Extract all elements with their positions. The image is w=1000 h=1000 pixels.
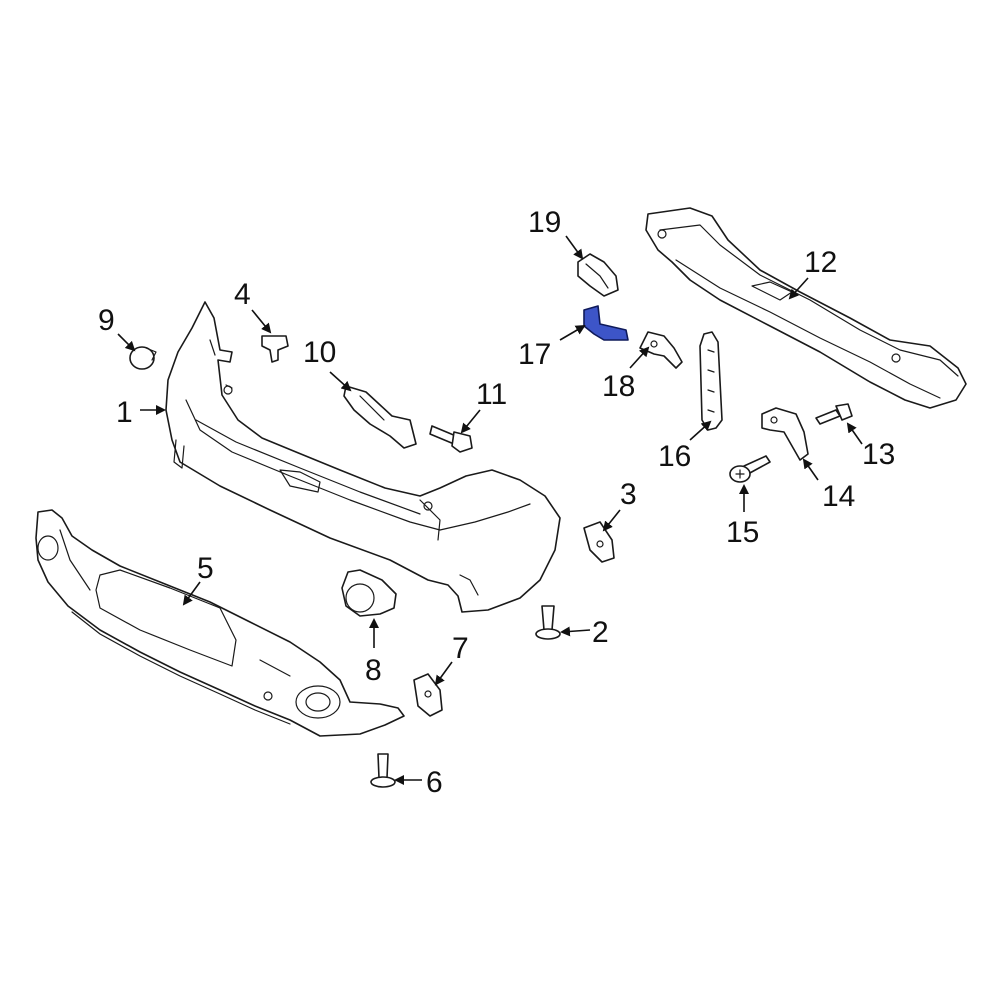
callout-6: 6 [426, 766, 443, 799]
plug-cap-9-part[interactable] [129, 346, 157, 370]
leader-17 [559, 324, 586, 341]
leader-10 [329, 371, 352, 392]
callout-7: 7 [452, 632, 469, 665]
callout-11: 11 [476, 378, 507, 411]
callout-2: 2 [592, 616, 609, 649]
callout-13: 13 [862, 438, 895, 471]
callout-5: 5 [197, 552, 214, 585]
callout-19: 19 [528, 206, 561, 239]
lamp-8-part[interactable] [341, 569, 397, 617]
retainer-3-part[interactable] [583, 521, 615, 563]
callout-18: 18 [602, 370, 635, 403]
bracket-19-part[interactable] [577, 253, 619, 297]
bumper-cover-part[interactable] [165, 301, 561, 613]
leader-14 [802, 458, 819, 481]
bolt-13-part[interactable] [815, 403, 853, 425]
absorber-strip-part[interactable] [699, 331, 723, 431]
callout-9: 9 [98, 304, 115, 337]
screw-2-part[interactable] [535, 605, 561, 640]
callout-15: 15 [726, 516, 759, 549]
callout-4: 4 [234, 278, 251, 311]
leader-4 [251, 309, 272, 334]
leader-3 [602, 509, 621, 532]
leader-lines [117, 235, 863, 785]
callout-1: 1 [116, 396, 133, 429]
leader-9 [117, 333, 136, 352]
callout-3: 3 [620, 478, 637, 511]
callout-12: 12 [804, 246, 837, 279]
leader-11 [460, 409, 481, 434]
callout-17: 17 [518, 338, 551, 371]
callout-14: 14 [822, 480, 855, 513]
leader-19 [565, 235, 584, 260]
callout-labels: 1 2 3 4 5 6 7 8 9 10 11 12 13 14 15 16 1… [98, 206, 895, 799]
screw-15-part[interactable] [729, 455, 771, 483]
callout-10: 10 [303, 336, 336, 369]
lower-valance-part[interactable] [35, 509, 405, 737]
hanger-bracket-part[interactable] [761, 407, 809, 461]
callout-8: 8 [365, 654, 382, 687]
reinforcement-bar-part[interactable] [645, 207, 967, 409]
leader-18 [629, 346, 650, 369]
leader-2 [560, 626, 591, 637]
screw-6-part[interactable] [370, 753, 396, 788]
bracket-17-highlighted-part[interactable] [583, 305, 629, 341]
sensor-bracket-10-part[interactable] [343, 385, 417, 449]
bolt-11-part[interactable] [429, 425, 473, 453]
leader-7 [434, 661, 453, 686]
leader-13 [846, 422, 863, 445]
leader-5 [182, 581, 201, 606]
push-clip-4-part[interactable] [261, 335, 289, 363]
callout-16: 16 [658, 440, 691, 473]
leader-12 [788, 277, 809, 300]
leader-16 [689, 420, 712, 441]
